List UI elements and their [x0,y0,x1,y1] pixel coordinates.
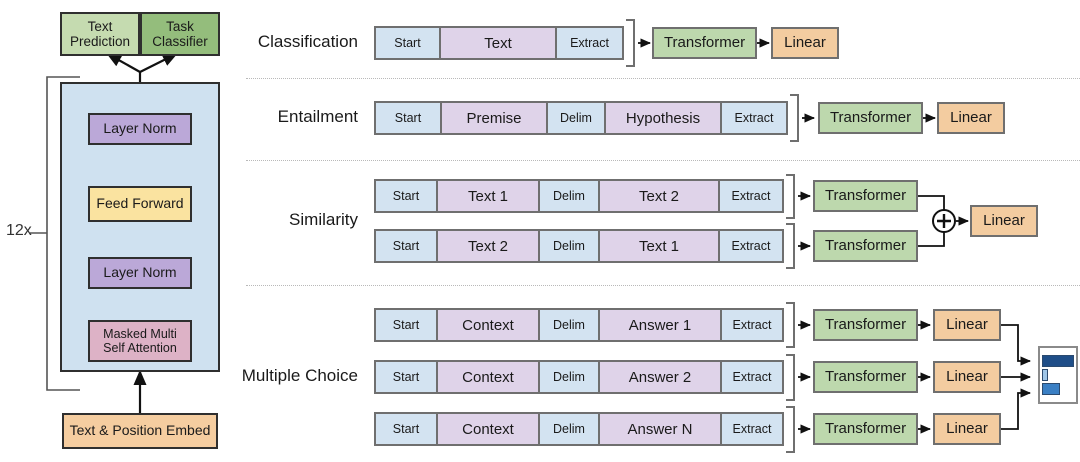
segment-extract: Extract [722,103,786,133]
segment-start: Start [376,310,438,340]
input-strip-multiple-choice-1: Start Context Delim Answer 1 Extract [374,308,784,342]
segment-extract: Extract [722,362,782,392]
segment-start: Start [376,28,441,58]
segment-delim: Delim [540,310,600,340]
task-label-entailment: Entailment [277,107,358,126]
softmax-bar-2 [1042,369,1048,381]
segment-answer-2: Answer 2 [600,362,722,392]
segment-context: Context [438,310,540,340]
attention-label-line2: Self Attention [103,341,177,355]
bracket-similarity [786,174,795,269]
input-strip-multiple-choice-3: Start Context Delim Answer N Extract [374,412,784,446]
segment-extract: Extract [722,414,782,444]
transformer-entailment-1: Transformer [818,102,923,134]
input-strip-similarity-2: Start Text 2 Delim Text 1 Extract [374,229,784,263]
linear-entailment-1: Linear [937,102,1005,134]
segment-delim: Delim [540,414,600,444]
transformer-multiple-choice-3: Transformer [813,413,918,445]
softmax-bar-1 [1042,355,1074,367]
segment-premise: Premise [442,103,548,133]
masked-multi-self-attention: Masked Multi Self Attention [88,320,192,362]
task-label-similarity: Similarity [289,210,358,229]
transformer-similarity-1: Transformer [813,180,918,212]
layer-norm-top-label: Layer Norm [103,120,177,137]
feed-forward-label: Feed Forward [96,195,184,212]
segment-start: Start [376,231,438,261]
transformer-similarity-2: Transformer [813,230,918,262]
segment-extract: Extract [720,231,782,261]
segment-text-2: Text 2 [600,181,720,211]
segment-text-2: Text 2 [438,231,540,261]
segment-extract: Extract [557,28,622,58]
segment-answer-1: Answer 1 [600,310,722,340]
bracket-classification [626,19,635,67]
layer-norm-bottom-label: Layer Norm [103,264,177,281]
linear-classification-1: Linear [771,27,839,59]
text-prediction-head: Text Prediction [60,12,140,56]
segment-text-1: Text 1 [438,181,540,211]
text-position-embed-label: Text & Position Embed [69,422,211,439]
input-strip-similarity-1: Start Text 1 Delim Text 2 Extract [374,179,784,213]
segment-delim: Delim [540,231,600,261]
layer-norm-top: Layer Norm [88,113,192,145]
segment-hypothesis: Hypothesis [606,103,722,133]
segment-extract: Extract [720,181,782,211]
input-strip-entailment-1: Start Premise Delim Hypothesis Extract [374,101,788,135]
separator-1 [246,78,1080,79]
segment-text-1: Text 1 [600,231,720,261]
linear-multiple-choice-2: Linear [933,361,1001,393]
segment-answer-n: Answer N [600,414,722,444]
input-strip-classification-1: Start Text Extract [374,26,624,60]
segment-text: Text [440,28,558,58]
task-classifier-label: Task Classifier [152,18,208,49]
segment-delim: Delim [540,362,600,392]
bracket-entailment [790,94,799,142]
segment-context: Context [438,414,540,444]
transformer-multiple-choice-1: Transformer [813,309,918,341]
repeat-count-label: 12x [6,222,32,239]
task-label-classification: Classification [257,32,358,51]
task-label-multiple-choice: Multiple Choice [241,366,358,385]
similarity-add-symbol [932,209,956,233]
segment-start: Start [376,181,438,211]
linear-similarity: Linear [970,205,1038,237]
segment-start: Start [376,362,438,392]
input-strip-multiple-choice-2: Start Context Delim Answer 2 Extract [374,360,784,394]
segment-extract: Extract [722,310,782,340]
task-classifier-head: Task Classifier [140,12,220,56]
transformer-classification-1: Transformer [652,27,757,59]
separator-2 [246,160,1080,161]
separator-3 [246,285,1080,286]
segment-start: Start [376,103,442,133]
segment-start: Start [376,414,438,444]
softmax-bar-3 [1042,383,1060,395]
feed-forward: Feed Forward [88,186,192,222]
text-position-embed: Text & Position Embed [62,413,218,449]
segment-delim: Delim [548,103,606,133]
segment-context: Context [438,362,540,392]
transformer-multiple-choice-2: Transformer [813,361,918,393]
softmax-bar-chart [1038,346,1078,404]
segment-delim: Delim [540,181,600,211]
attention-label-line1: Masked Multi [103,327,177,341]
layer-norm-bottom: Layer Norm [88,257,192,289]
multiple-choice-routing [1001,324,1032,430]
linear-multiple-choice-3: Linear [933,413,1001,445]
bracket-multiple-choice [786,302,795,453]
text-prediction-label: Text Prediction [69,18,131,49]
linear-multiple-choice-1: Linear [933,309,1001,341]
